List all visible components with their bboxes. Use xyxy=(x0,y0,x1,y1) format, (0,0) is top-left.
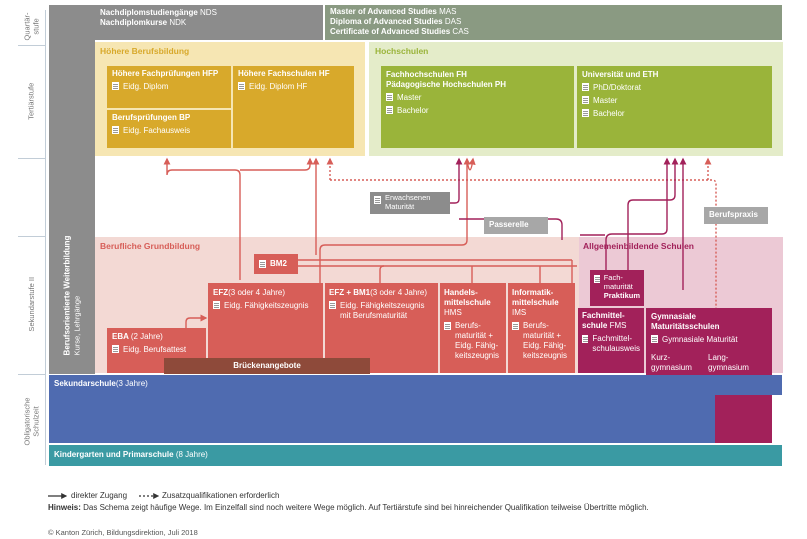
quartaer-item: Certificate of Advanced Studies CAS xyxy=(330,27,469,36)
bp-title: Berufsprüfungen BP xyxy=(112,113,191,122)
erwachsenen-maturitaet-box: Erwachsenen Maturität xyxy=(370,192,450,214)
hfp-title: Höhere Fachprüfungen HFP xyxy=(112,69,219,78)
document-icon xyxy=(582,109,589,117)
stage-divider xyxy=(45,10,46,465)
erwachsenen-label: Erwachsenen Maturität xyxy=(385,193,431,211)
hf-title: Höhere Fachschulen HF xyxy=(238,69,330,78)
document-icon xyxy=(582,83,589,91)
document-icon xyxy=(651,335,658,343)
copyright: © Kanton Zürich, Bildungsdirektion, Juli… xyxy=(48,528,198,537)
legend-hinweis: Hinweis: Das Schema zeigt häufige Wege. … xyxy=(48,503,649,512)
document-icon xyxy=(582,335,589,343)
document-icon xyxy=(594,275,600,283)
sekundarschule-ext xyxy=(715,375,782,395)
ph-title: Pädagogische Hochschulen PH xyxy=(386,80,507,89)
stage-tick xyxy=(18,45,46,46)
bp-box: Berufsprüfungen BP Eidg. Fachausweis xyxy=(107,110,231,148)
allg-title: Allgemeinbildende Schulen xyxy=(583,241,694,251)
ims-item: Berufs-maturität +Eidg. Fähig-keitszeugn… xyxy=(512,321,571,361)
document-icon xyxy=(112,345,119,353)
quartaer-item: Master of Advanced Studies MAS xyxy=(330,7,457,16)
weiterbildung-bar: Berufsorientierte Weiterbildung Kurse, L… xyxy=(49,5,95,374)
bm2-box: BM2 xyxy=(254,254,298,274)
sekundarschule-label: Sekundarschule(3 Jahre) xyxy=(54,379,148,388)
quartaer-box-right: Master of Advanced Studies MAS Diploma o… xyxy=(325,5,782,40)
uni-title: Universität und ETH xyxy=(582,70,659,79)
document-icon xyxy=(329,301,336,309)
legend-direkt: direkter Zugang xyxy=(71,491,128,500)
stage-tick xyxy=(18,374,46,375)
fms-item: Fachmittel-schulausweis xyxy=(582,334,640,354)
fachmaturitaet-box: Fach- maturität Praktikum xyxy=(590,270,644,306)
fh-box: Fachhochschulen FH Pädagogische Hochschu… xyxy=(381,66,574,148)
document-icon xyxy=(386,106,393,114)
brueckenangebote-box: Brückenangebote xyxy=(164,358,370,374)
eba-title: EBA (2 Jahre) xyxy=(112,332,163,341)
stage-tick xyxy=(18,236,46,237)
bm2-label: BM2 xyxy=(270,259,287,268)
eba-item: Eidg. Berufsattest xyxy=(112,345,201,355)
berufspraxis-box: Berufspraxis xyxy=(704,207,768,224)
uni-item: Bachelor xyxy=(582,109,767,119)
document-icon xyxy=(259,260,266,268)
efz-bm1-item2: mit Berufsmaturität xyxy=(340,311,408,320)
passerelle-box: Passerelle xyxy=(484,217,548,234)
bp-item: Eidg. Fachausweis xyxy=(112,126,226,136)
hms-abbr: HMS xyxy=(444,308,462,317)
document-icon xyxy=(238,82,245,90)
efz-title: EFZ(3 oder 4 Jahre) xyxy=(213,288,286,297)
efz-bm1-title: EFZ + BM1(3 oder 4 Jahre) xyxy=(329,288,428,297)
hochschulen-title: Hochschulen xyxy=(375,46,429,56)
fh-title: Fachhochschulen FH xyxy=(386,70,467,79)
document-icon xyxy=(582,96,589,104)
ims-title2: mittelschule xyxy=(512,298,559,307)
berufspraxis-label: Berufspraxis xyxy=(709,210,758,219)
kindergarten-label: Kindergarten und Primarschule (8 Jahre) xyxy=(54,450,208,459)
document-icon xyxy=(444,322,451,330)
document-icon xyxy=(112,82,119,90)
quartaer-box-left: Nachdiplomstudiengänge NDS Nachdiplomkur… xyxy=(95,5,323,40)
efz-bm1-item: Eidg. Fähigkeitszeugnis xyxy=(329,301,434,311)
hms-title2: mittelschule xyxy=(444,298,491,307)
kindergarten-primarschule-box: Kindergarten und Primarschule (8 Jahre) xyxy=(49,445,782,466)
hf-item: Eidg. Diplom HF xyxy=(238,82,349,92)
sekundarschule-box: Sekundarschule(3 Jahre) xyxy=(49,375,715,443)
document-icon xyxy=(512,322,519,330)
langgymnasium-label: Lang-gymnasium xyxy=(708,353,749,372)
quartaer-item: Nachdiplomstudiengänge NDS xyxy=(100,8,217,17)
fh-item: Master xyxy=(386,93,569,103)
uni-item: PhD/Doktorat xyxy=(582,83,767,93)
efz-item: Eidg. Fähigkeitszeugnis xyxy=(213,301,318,311)
fh-item: Bachelor xyxy=(386,106,569,116)
quartaer-item: Diploma of Advanced Studies DAS xyxy=(330,17,462,26)
ims-box: Informatik- mittelschule IMS Berufs-matu… xyxy=(508,283,575,373)
hbb-title: Höhere Berufsbildung xyxy=(100,46,190,56)
ims-abbr: IMS xyxy=(512,308,527,317)
passerelle-label: Passerelle xyxy=(489,220,529,229)
quartaer-item: Nachdiplomkurse NDK xyxy=(100,18,187,27)
document-icon xyxy=(213,301,220,309)
stage-tick xyxy=(18,158,46,159)
brueckenangebote-label: Brückenangebote xyxy=(233,361,301,370)
eba-box: EBA (2 Jahre) Eidg. Berufsattest xyxy=(107,328,206,373)
hf-box: Höhere Fachschulen HF Eidg. Diplom HF xyxy=(233,66,354,148)
uni-box: Universität und ETH PhD/Doktorat Master … xyxy=(577,66,772,148)
bg-title: Berufliche Grundbildung xyxy=(100,241,201,251)
fms-box: Fachmittel- schule FMS Fachmittel-schula… xyxy=(578,308,644,373)
kurzgymnasium-label: Kurz-gymnasium xyxy=(651,353,692,372)
hfp-item: Eidg. Diplom xyxy=(112,82,226,92)
document-icon xyxy=(386,93,393,101)
hms-title: Handels- xyxy=(444,288,478,297)
gym-item: Gymnasiale Maturität xyxy=(651,335,767,345)
uni-item: Master xyxy=(582,96,767,106)
document-icon xyxy=(374,196,381,204)
hms-item: Berufs-maturität +Eidg. Fähig-keitszeugn… xyxy=(444,321,502,361)
document-icon xyxy=(112,126,119,134)
legend-zusatz: Zusatzqualifikationen erforderlich xyxy=(162,491,280,500)
hfp-box: Höhere Fachprüfungen HFP Eidg. Diplom xyxy=(107,66,231,108)
ims-title: Informatik- xyxy=(512,288,554,297)
hms-box: Handels- mittelschule HMS Berufs-maturit… xyxy=(440,283,506,373)
